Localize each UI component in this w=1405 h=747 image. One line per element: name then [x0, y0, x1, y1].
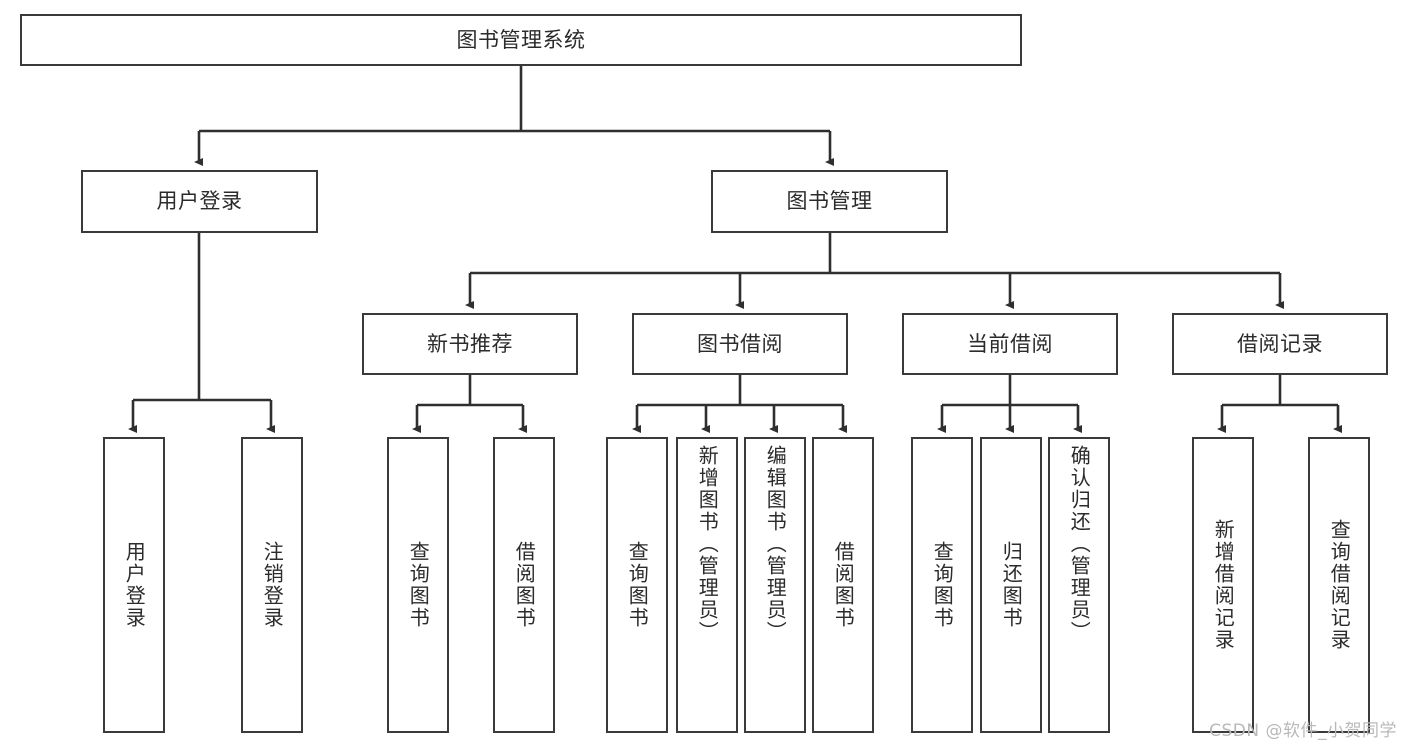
node-label: 查询图书 — [406, 541, 431, 629]
node-label: 新书推荐 — [427, 331, 513, 356]
node-label: 新增图书（管理员） — [695, 445, 720, 643]
node-leaf-add-book-admin[interactable]: 新增图书（管理员） — [676, 437, 738, 733]
node-label: 编辑图书（管理员） — [763, 445, 788, 643]
node-label: 图书借阅 — [697, 331, 783, 356]
node-leaf-edit-book-admin[interactable]: 编辑图书（管理员） — [744, 437, 806, 733]
node-leaf-logout[interactable]: 注销登录 — [241, 437, 303, 733]
node-label: 注销登录 — [260, 541, 285, 629]
node-current-borrow[interactable]: 当前借阅 — [902, 313, 1118, 375]
node-label: 当前借阅 — [967, 331, 1053, 356]
node-leaf-borrow-book-recommend[interactable]: 借阅图书 — [493, 437, 555, 733]
node-label: 图书管理 — [786, 189, 873, 214]
node-new-book-recommend[interactable]: 新书推荐 — [362, 313, 578, 375]
node-label: 归还图书 — [999, 541, 1024, 629]
node-label: 借阅图书 — [512, 541, 537, 629]
node-leaf-query-book-borrow[interactable]: 查询图书 — [606, 437, 668, 733]
node-root-book-management-system[interactable]: 图书管理系统 — [20, 14, 1022, 66]
node-user-login[interactable]: 用户登录 — [81, 170, 318, 233]
node-leaf-user-login[interactable]: 用户登录 — [103, 437, 165, 733]
node-label: 确认归还（管理员） — [1067, 445, 1092, 643]
node-label: 借阅图书 — [831, 541, 856, 629]
node-label: 新增借阅记录 — [1211, 519, 1236, 651]
node-leaf-query-book-recommend[interactable]: 查询图书 — [387, 437, 449, 733]
node-label: 查询图书 — [625, 541, 650, 629]
node-leaf-add-borrow-record[interactable]: 新增借阅记录 — [1192, 437, 1254, 733]
node-leaf-borrow-book[interactable]: 借阅图书 — [812, 437, 874, 733]
node-book-management[interactable]: 图书管理 — [711, 170, 948, 233]
node-label: 查询借阅记录 — [1327, 519, 1352, 651]
node-book-borrow[interactable]: 图书借阅 — [632, 313, 848, 375]
node-leaf-query-borrow-record[interactable]: 查询借阅记录 — [1308, 437, 1370, 733]
node-label: 借阅记录 — [1237, 331, 1323, 356]
node-borrow-record[interactable]: 借阅记录 — [1172, 313, 1388, 375]
node-label: 用户登录 — [156, 189, 243, 214]
node-label: 图书管理系统 — [456, 27, 586, 52]
node-label: 用户登录 — [122, 541, 147, 629]
node-label: 查询图书 — [930, 541, 955, 629]
node-leaf-return-book[interactable]: 归还图书 — [980, 437, 1042, 733]
node-leaf-confirm-return-admin[interactable]: 确认归还（管理员） — [1048, 437, 1110, 733]
node-leaf-query-book-current[interactable]: 查询图书 — [911, 437, 973, 733]
